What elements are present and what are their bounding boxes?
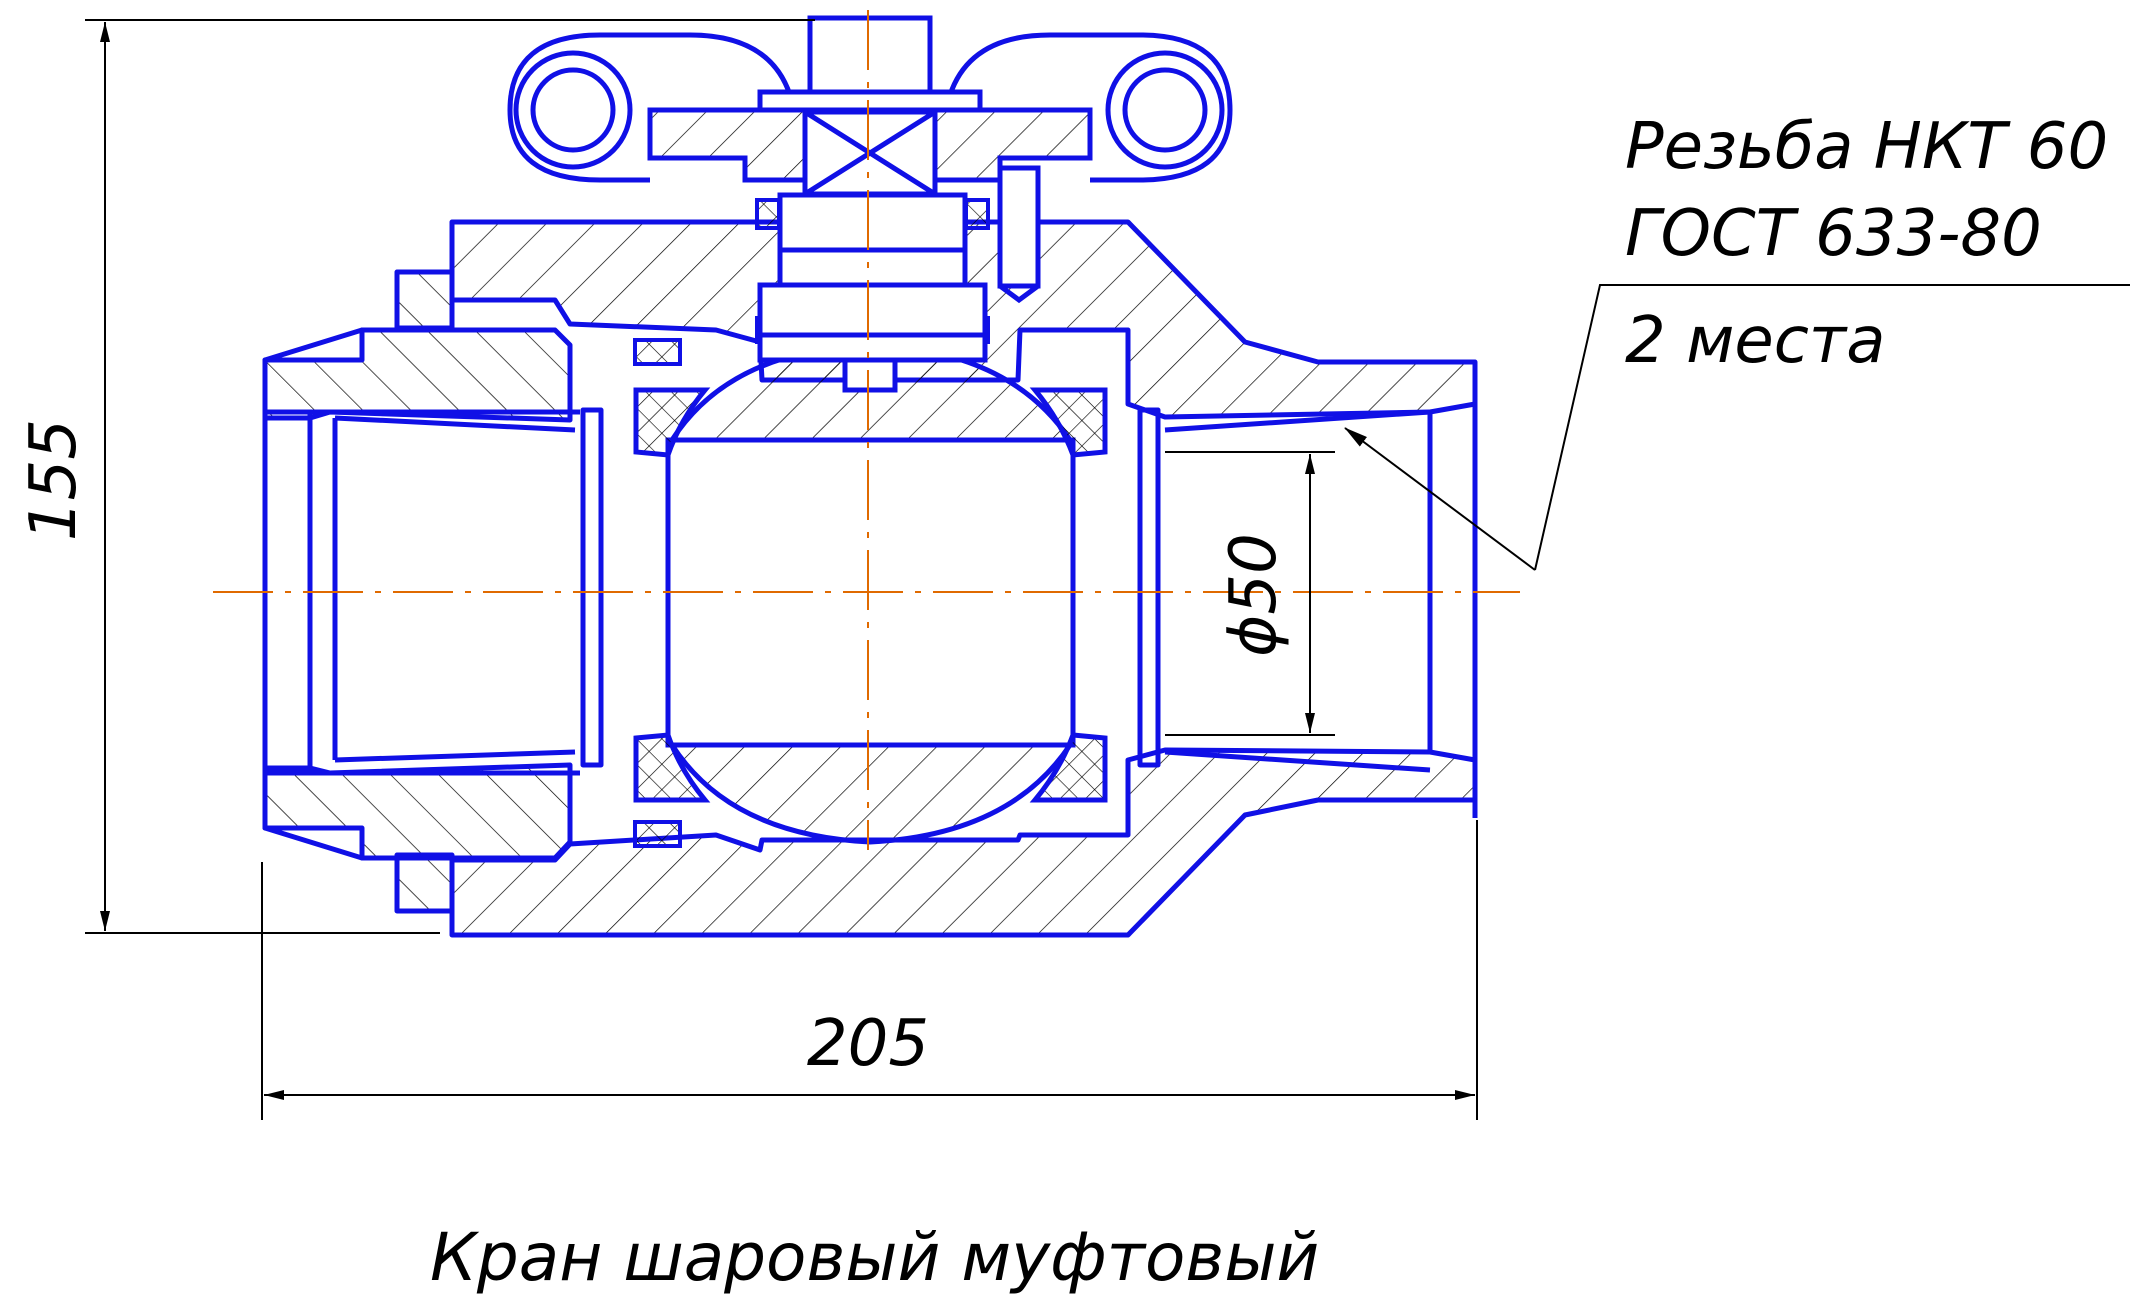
o-ring-stem-right xyxy=(964,198,990,230)
left-cone-bottom xyxy=(334,749,576,763)
ball-bottom-cap xyxy=(667,742,1075,845)
stem-base xyxy=(757,332,988,363)
dimension-lines xyxy=(85,19,2130,1120)
square-drive-x2 xyxy=(803,109,937,197)
thread-note-line2: ГОСТ 633-80 xyxy=(1625,197,2042,271)
seat-upper-right xyxy=(1029,387,1108,458)
right-seat-ring xyxy=(1137,407,1161,768)
thread-leader-arrow xyxy=(1344,427,1536,571)
left-flange-block xyxy=(394,269,455,331)
handle-washer xyxy=(757,89,983,113)
stem-middle xyxy=(777,247,968,288)
left-flange-block-lower xyxy=(394,852,455,914)
right-cone-top xyxy=(1164,409,1431,433)
handle-right-ring-inner xyxy=(1122,67,1208,153)
o-ring-stem-left xyxy=(755,198,781,230)
seat-lower-left xyxy=(633,732,711,803)
ball-seats xyxy=(633,387,1108,803)
left-cone-top xyxy=(334,415,576,433)
thread-leader xyxy=(1534,284,2130,571)
thread-note-line1: Резьба НКТ 60 xyxy=(1625,110,2108,184)
valve-outline xyxy=(262,327,1478,861)
o-ring-upper xyxy=(633,338,682,366)
stop-pin-tip xyxy=(998,283,1040,304)
bore-dimension-label: ϕ50 xyxy=(1217,533,1291,657)
left-seat-ring xyxy=(580,407,604,768)
drawing-caption: Кран шаровый муфтовый xyxy=(430,1219,1319,1296)
seat-lower-right xyxy=(1029,732,1108,803)
o-ring-lower xyxy=(633,820,682,848)
handle xyxy=(507,15,1233,304)
ball xyxy=(665,342,1076,845)
stop-pin xyxy=(997,165,1041,289)
handle-top-nut xyxy=(807,15,933,99)
left-adapter-lower xyxy=(262,762,573,861)
seat-upper-left xyxy=(633,387,711,458)
stem-lower xyxy=(757,282,988,338)
handle-left-ring-inner xyxy=(530,67,616,153)
handle-left-loop xyxy=(507,32,793,183)
stem-tang xyxy=(842,357,898,393)
length-dimension-label: 205 xyxy=(807,1007,929,1081)
annotations: 155 205 ϕ50 Резьба НКТ 60 ГОСТ 633-80 2 … xyxy=(17,110,2108,1296)
thread-note-line3: 2 места xyxy=(1625,304,1885,378)
centerlines xyxy=(213,10,1520,850)
right-cone-bottom xyxy=(1164,749,1431,773)
left-adapter-upper xyxy=(262,327,573,423)
stem-upper xyxy=(777,192,968,253)
handle-right-loop xyxy=(947,32,1233,183)
stem-assembly xyxy=(757,192,988,393)
height-dimension-label: 155 xyxy=(17,419,91,541)
